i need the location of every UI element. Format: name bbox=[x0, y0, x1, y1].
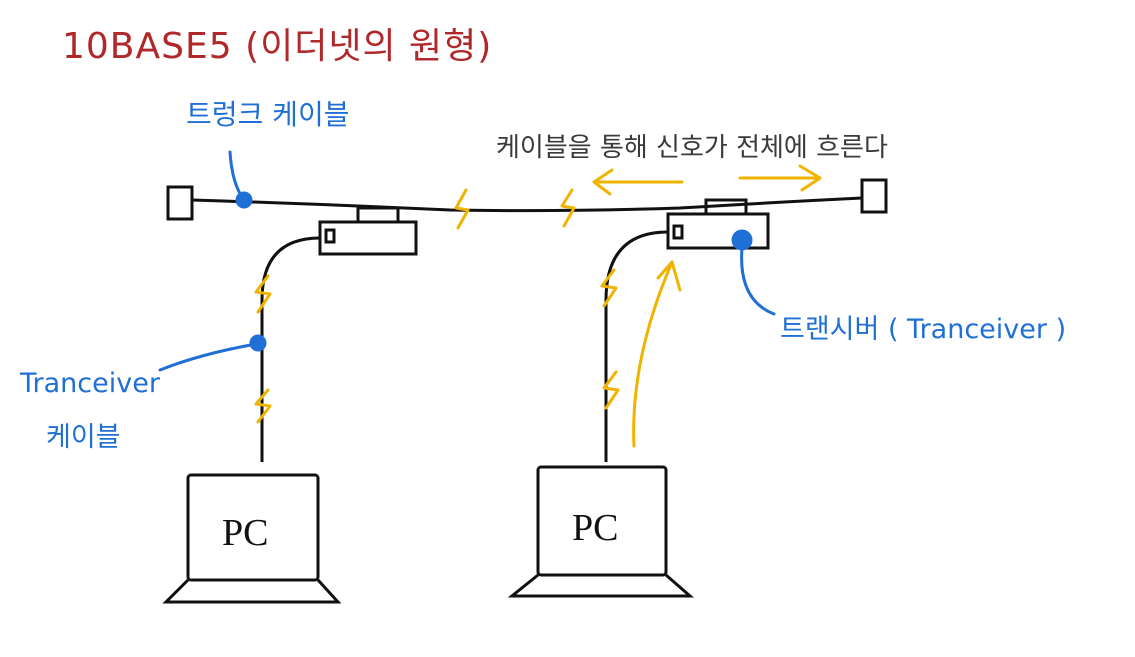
signal-mark bbox=[602, 370, 620, 410]
transceiver-cable-label-en: Tranceiver bbox=[19, 368, 161, 399]
transceiver-left bbox=[318, 206, 418, 256]
transceiver-cable-label-ko: 케이블 bbox=[46, 422, 121, 453]
transceiver-cable-right bbox=[604, 230, 669, 462]
trunk-cable-label: 트렁크 케이블 bbox=[186, 98, 349, 131]
signal-flow-label: 케이블을 통해 신호가 전체에 흐른다 bbox=[496, 133, 888, 163]
terminator-right bbox=[860, 178, 888, 214]
annotation-markers bbox=[158, 150, 776, 372]
signal-mark bbox=[454, 188, 470, 230]
transceiver-cable-left bbox=[260, 236, 321, 462]
pc-right bbox=[507, 465, 694, 598]
signal-mark bbox=[600, 268, 618, 308]
signal-mark bbox=[254, 274, 272, 314]
pc-left-label: PC bbox=[222, 512, 268, 554]
diagram-title: 10BASE5 (이더넷의 원형) bbox=[62, 26, 492, 67]
transceiver-right bbox=[666, 198, 770, 250]
pc-left bbox=[162, 473, 342, 604]
pc-right-label: PC bbox=[572, 507, 618, 549]
signal-mark bbox=[560, 188, 576, 228]
transceiver-label: 트랜시버 ( Tranceiver ) bbox=[780, 314, 1066, 345]
signal-flow-arrows bbox=[592, 164, 822, 196]
signal-up-arrow bbox=[632, 260, 682, 448]
trunk-cable bbox=[190, 196, 864, 213]
signal-mark bbox=[254, 388, 272, 424]
terminator-left bbox=[166, 185, 194, 221]
signal-marks bbox=[254, 188, 620, 424]
